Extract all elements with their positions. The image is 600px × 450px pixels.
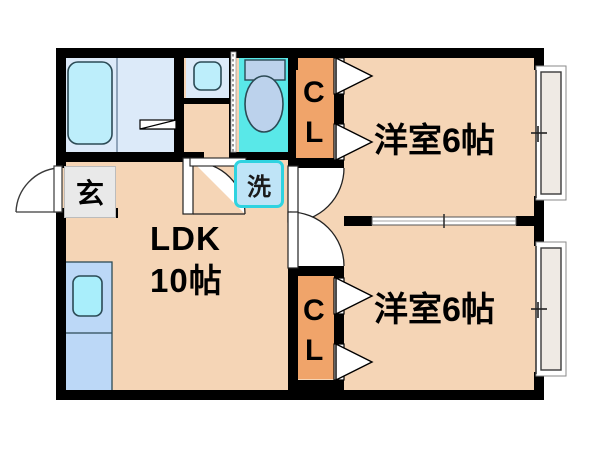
genkan-label: 玄	[75, 178, 104, 209]
room-label-ldk-line2: 10帖	[150, 262, 223, 299]
genkan-badge: 玄	[64, 166, 116, 218]
wall-toilet-bottom	[229, 152, 296, 160]
wall-between-bedrooms-left	[344, 216, 372, 226]
entrance-door-swing[interactable]	[14, 165, 63, 213]
washbasin-icon	[193, 61, 222, 91]
room-label-bedroom-bottom: 洋室6帖	[374, 291, 495, 329]
balcony-window-top[interactable]	[531, 65, 567, 201]
wall-hall-right-stub	[184, 152, 204, 162]
closet-bottom-doors[interactable]	[333, 276, 374, 382]
balcony-window-bottom[interactable]	[531, 241, 567, 377]
genkan-wall-upper	[56, 158, 66, 168]
wall-washbasin-bottom	[184, 98, 232, 104]
exterior-wall-left-lower	[56, 218, 66, 400]
room-label-ldk-line1: LDK	[150, 220, 221, 257]
wall-center-vertical-top	[288, 48, 298, 70]
exterior-wall-top	[56, 48, 544, 58]
wall-closet-bottom-right	[334, 266, 344, 390]
wall-closet-top-bottom	[288, 158, 334, 168]
toilet-bowl-icon	[244, 75, 284, 133]
wall-bath-right	[174, 48, 184, 162]
room-label-bedroom-top: 洋室6帖	[374, 122, 495, 160]
closet-bottom-floor	[296, 275, 334, 379]
exterior-wall-right-c	[534, 372, 544, 400]
wall-closet-bottom-top	[288, 266, 334, 276]
bathtub-icon	[67, 61, 113, 145]
wall-closet-bottom-bottom	[288, 380, 334, 390]
toilet-sliding-door[interactable]	[230, 51, 237, 153]
washer-badge: 洗	[234, 160, 284, 208]
wall-bath-bottom	[56, 152, 184, 162]
exterior-wall-right-a	[534, 48, 544, 70]
closet-top-doors[interactable]	[333, 56, 374, 162]
wall-center-vertical-bottom	[288, 266, 298, 390]
closet-top-floor	[296, 56, 334, 160]
between-bedrooms-sliding-door[interactable]	[371, 214, 517, 228]
wall-closet-top-right	[334, 48, 344, 168]
kitchen-sink-icon	[72, 275, 103, 317]
closet-label-bottom-line1: C	[303, 294, 325, 327]
bath-door[interactable]	[139, 119, 177, 130]
closet-label-top-line1: C	[303, 76, 325, 109]
washer-label: 洗	[247, 173, 271, 201]
closet-label-top-line2: L	[305, 116, 324, 149]
wall-between-bedrooms-right	[516, 216, 544, 226]
wall-toilet-right	[288, 48, 296, 158]
exterior-wall-left-upper	[56, 48, 66, 158]
exterior-wall-bottom	[56, 390, 544, 400]
closet-label-bottom-line2: L	[305, 334, 324, 367]
ldk-bedroom-bottom-door-swing[interactable]	[287, 211, 345, 269]
genkan-threshold	[56, 212, 66, 220]
